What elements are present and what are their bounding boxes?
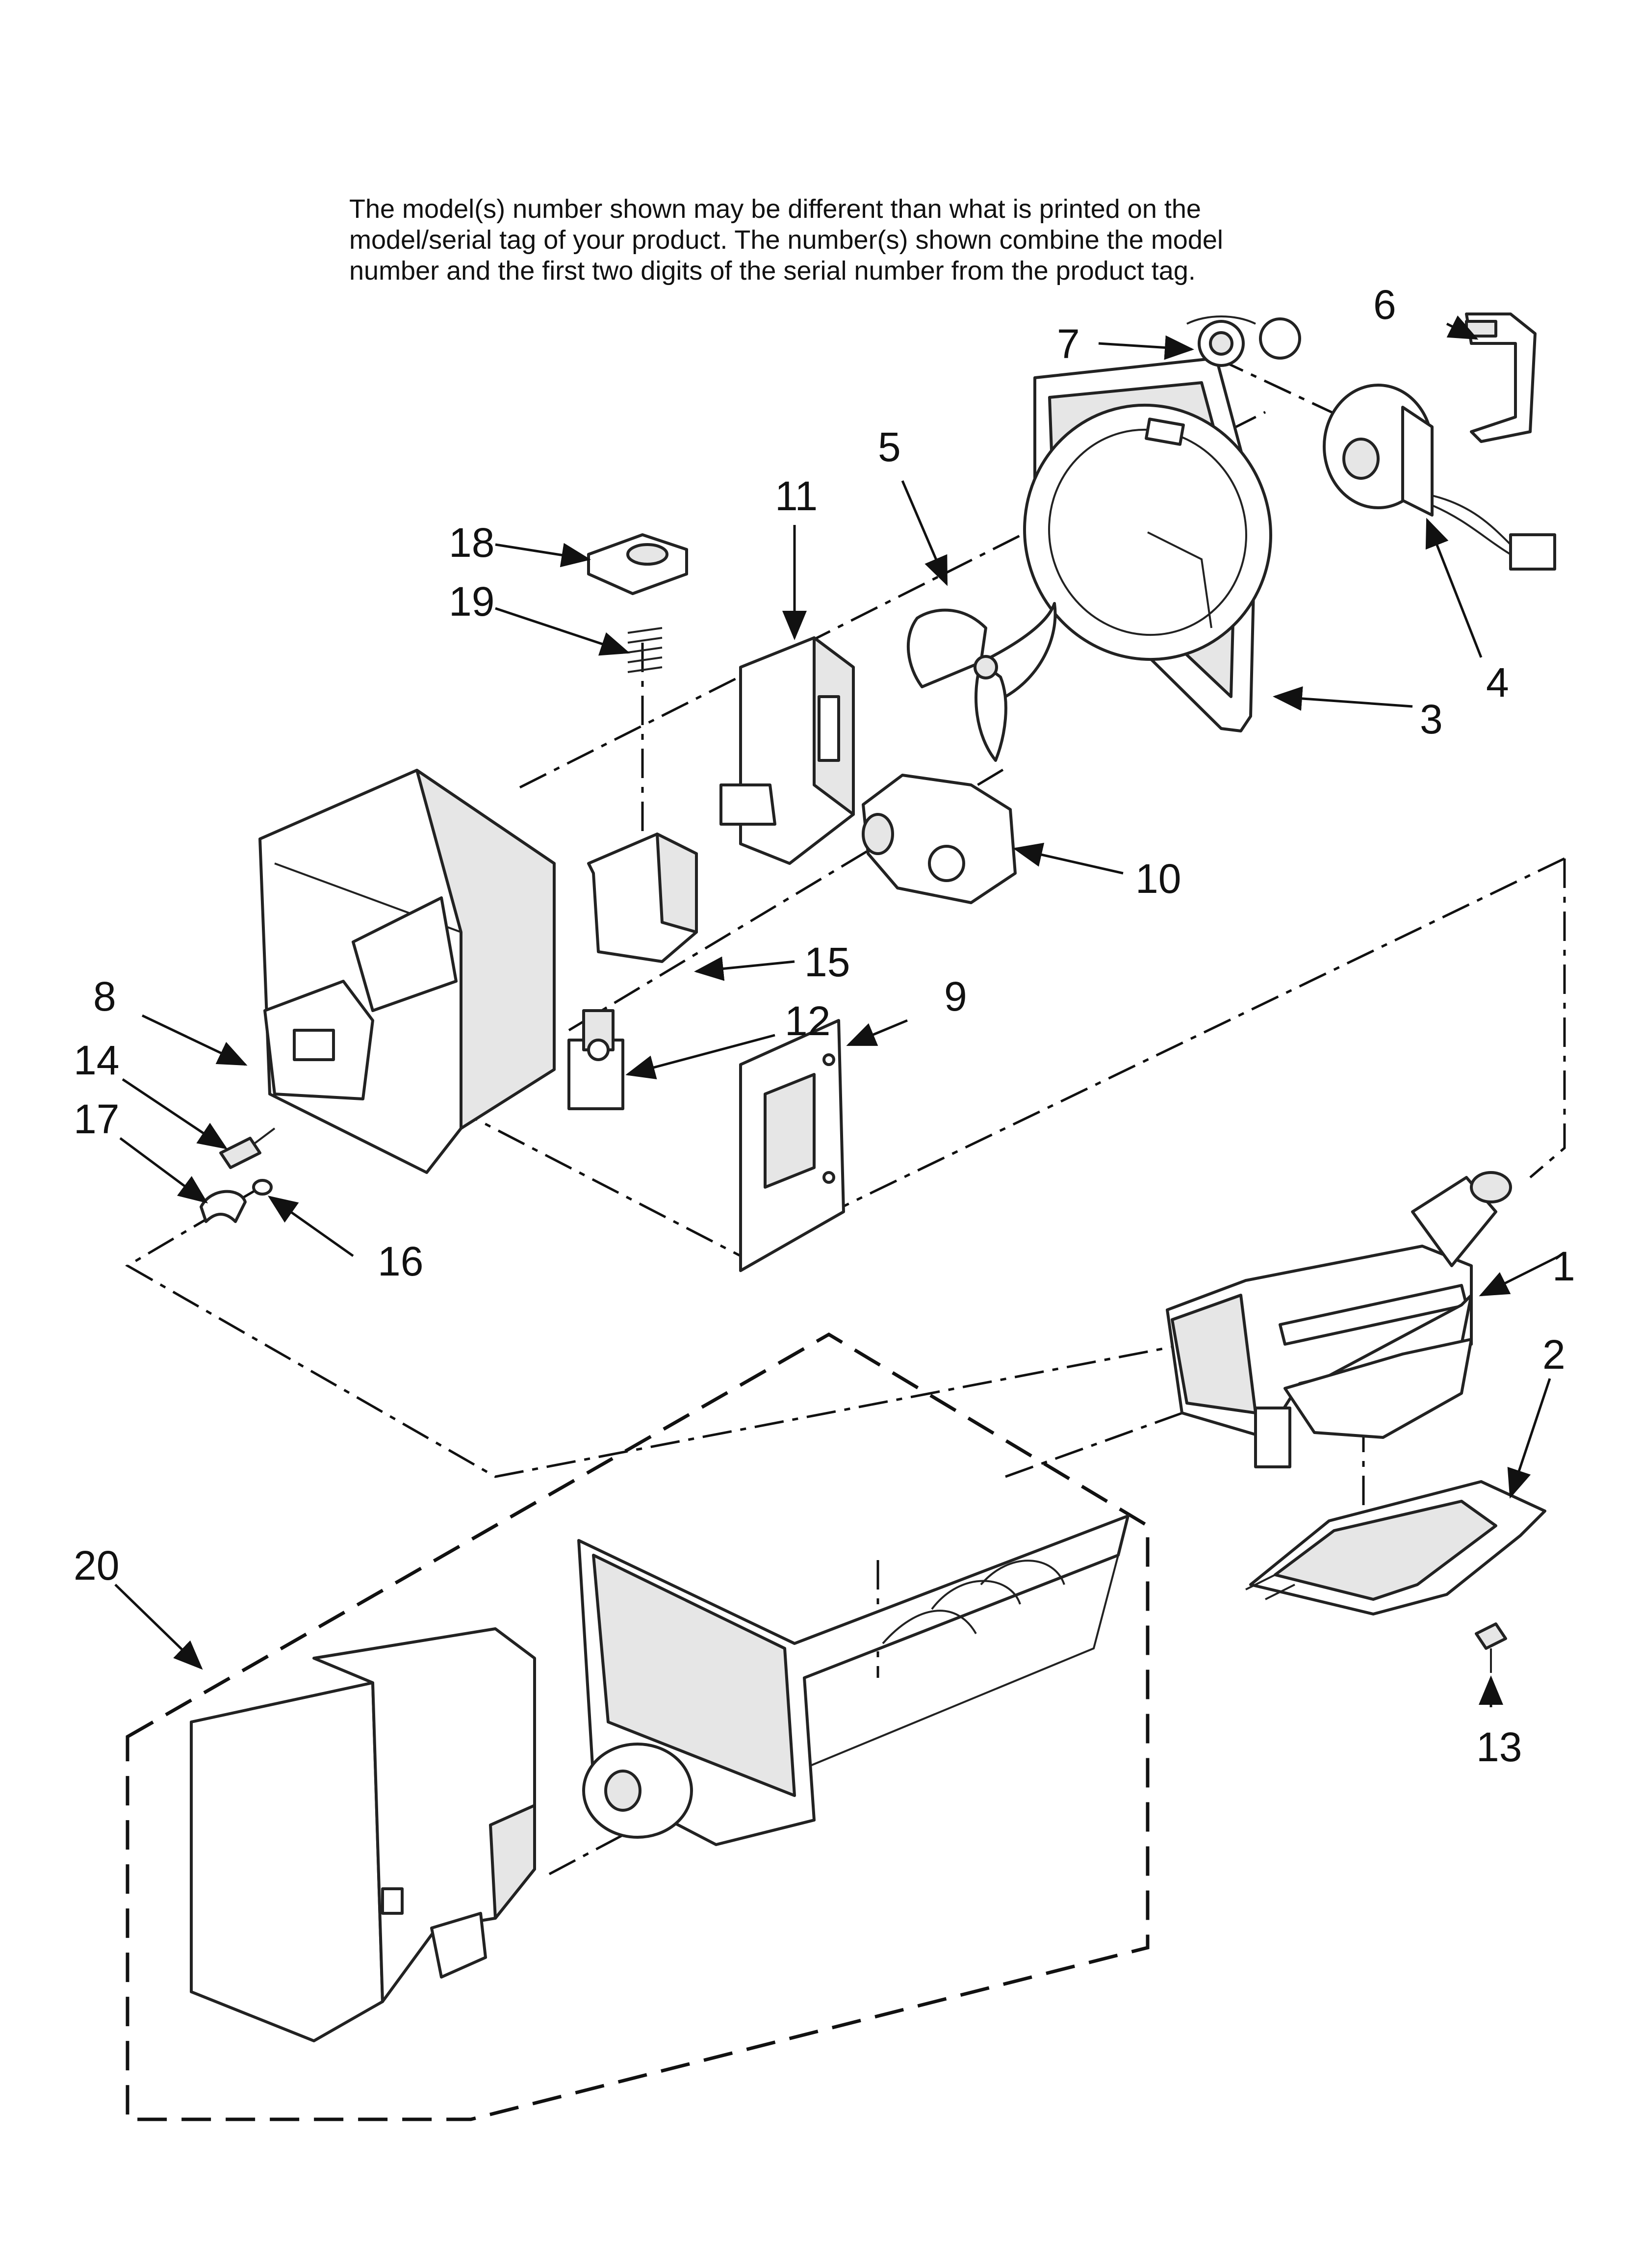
note-line-1: The model(s) number shown may be differe…	[349, 194, 1201, 224]
note-line-3: number and the first two digits of the s…	[349, 256, 1196, 286]
ice-maker	[1166, 1171, 1512, 1468]
assembly-dash-line	[450, 1105, 742, 1257]
callout-8: 8	[93, 973, 116, 1019]
auger-motor	[862, 774, 1017, 904]
callout-18: 18	[449, 520, 494, 566]
dispenser-bezel	[739, 1019, 845, 1272]
solenoid	[567, 1009, 624, 1110]
callout-11: 11	[775, 473, 818, 519]
callout-13: 13	[1476, 1724, 1522, 1770]
fan-blade	[906, 602, 1057, 762]
mounting-screw	[1475, 1622, 1507, 1673]
callout-4: 4	[1486, 659, 1509, 705]
clip	[200, 1190, 247, 1223]
callout-9: 9	[944, 973, 967, 1019]
callout-2: 2	[1542, 1331, 1565, 1378]
lever-bracket	[587, 833, 698, 963]
callout-16: 16	[378, 1238, 423, 1284]
assembly-dash-line	[1529, 859, 1566, 1178]
callout-20: 20	[74, 1542, 119, 1589]
spring	[627, 627, 663, 673]
callout-5: 5	[878, 424, 901, 470]
ice-bin-assembly	[190, 1514, 1129, 2042]
model-number-note: The model(s) number shown may be differe…	[349, 194, 1428, 287]
ice-bin-group-boundary	[126, 1332, 1150, 2121]
dispenser-housing	[258, 769, 556, 1174]
callout-17: 17	[74, 1096, 119, 1142]
callout-10: 10	[1135, 856, 1181, 902]
callout-19: 19	[449, 578, 494, 625]
callout-1: 1	[1552, 1243, 1575, 1289]
callout-numbers: 1 2 3 4 5 6 7 8 9 10 11 12 13 14 15 16 1…	[74, 282, 1575, 1770]
callout-7: 7	[1057, 321, 1080, 367]
lever-cap	[587, 533, 688, 595]
callout-3: 3	[1420, 696, 1443, 742]
fan-motor	[1323, 384, 1556, 571]
callout-15: 15	[804, 939, 850, 985]
assembly-dash-line	[740, 857, 1565, 1257]
ice-maker-base	[1245, 1480, 1546, 1616]
note-line-2: model/serial tag of your product. The nu…	[349, 225, 1223, 255]
callout-6: 6	[1373, 282, 1396, 328]
screw	[219, 1127, 276, 1169]
fan-housing	[1023, 357, 1272, 732]
callout-14: 14	[74, 1037, 119, 1083]
damper-assembly	[1186, 315, 1301, 367]
washer	[252, 1179, 273, 1196]
callout-leader-lines	[114, 315, 1561, 1707]
assembly-dash-line	[125, 1183, 1200, 1478]
callout-12: 12	[785, 998, 830, 1044]
ice-door-actuator	[719, 636, 855, 865]
motor-bracket	[1465, 313, 1537, 443]
